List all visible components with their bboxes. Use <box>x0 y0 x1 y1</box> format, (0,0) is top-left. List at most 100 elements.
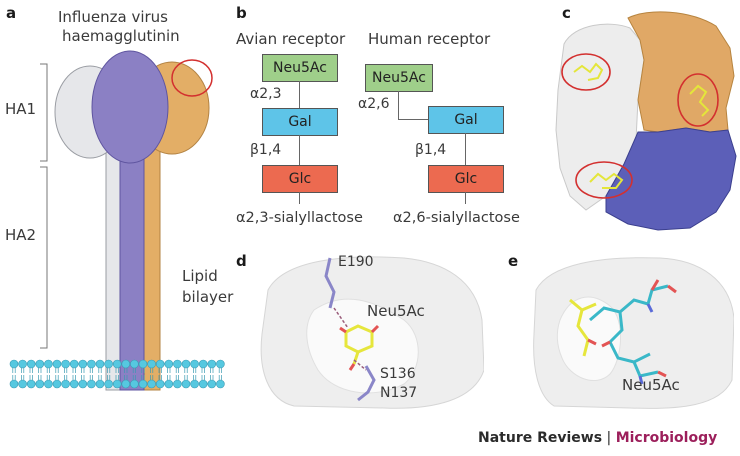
lipid-head <box>207 359 217 369</box>
lipid-head <box>35 379 45 389</box>
avian-link1-line <box>299 81 300 108</box>
lipid-head <box>44 379 53 389</box>
hydrogen-bonds-d <box>333 307 367 371</box>
lipid-head <box>26 359 36 369</box>
neu5ac-label-d: Neu5Ac <box>367 302 425 320</box>
binding-site-circle-3 <box>575 161 633 199</box>
lipid-tail <box>210 368 214 373</box>
human-neu5ac-box: Neu5Ac <box>365 64 433 92</box>
human-receptor-name: α2,6-sialyllactose <box>393 210 520 226</box>
human-link2-line <box>465 133 466 165</box>
lipid-tail <box>12 368 16 373</box>
lipid-tail <box>107 375 111 380</box>
lipid-tail <box>72 375 76 380</box>
lipid-head <box>190 359 199 369</box>
lipid-tail <box>29 375 33 380</box>
residue-s136-label: S136 <box>380 366 416 382</box>
lipid-head <box>164 379 174 389</box>
residue-n137-label: N137 <box>380 385 418 401</box>
ligand-blue-site <box>589 172 624 189</box>
neu5ac-stick-d <box>344 324 374 365</box>
lipid-tail <box>193 368 197 373</box>
binding-pocket-e <box>533 257 734 409</box>
lipid-head <box>18 359 27 369</box>
lipid-tail <box>201 368 205 373</box>
lipid-tail <box>167 368 171 373</box>
lipid-tail <box>46 368 50 373</box>
oxygen-atoms-d <box>339 324 380 371</box>
orange-monomer <box>627 11 735 133</box>
lipid-tail <box>72 368 76 373</box>
nitrogen-atoms-e <box>638 303 654 385</box>
lipid-tail <box>193 375 197 380</box>
panel-d-label: d <box>236 252 247 270</box>
lipid-tail <box>98 375 102 380</box>
lipid-tail <box>81 368 85 373</box>
lipid-tail <box>184 368 188 373</box>
lipid-tail <box>64 368 68 373</box>
lipid-head <box>69 359 79 369</box>
lipid-head <box>155 359 165 369</box>
lipid-head <box>95 359 105 369</box>
human-glc-box: Glc <box>428 165 504 193</box>
lipid-tail <box>124 368 128 373</box>
e190-stick <box>324 257 336 309</box>
lipid-tail <box>55 375 59 380</box>
lipid-tail <box>141 368 145 373</box>
lipid-head <box>26 379 36 389</box>
avian-link1-label: α2,3 <box>250 86 282 102</box>
ha2-label: HA2 <box>5 226 37 244</box>
oxygen-atoms-e <box>587 279 677 378</box>
lipid-tail <box>89 375 93 380</box>
avian-receptor-name: α2,3-sialyllactose <box>236 210 363 226</box>
lipid-tail <box>115 375 119 380</box>
lipid-head <box>18 379 27 389</box>
journal-credit: Nature Reviews | Microbiology <box>478 430 717 446</box>
lipid-head <box>104 359 113 369</box>
lipid-tail <box>29 368 33 373</box>
lipid-tail <box>150 375 154 380</box>
lipid-head <box>190 379 199 389</box>
human-link1-hline <box>398 119 428 120</box>
binding-site-circle-2 <box>677 73 719 127</box>
lipid-tail <box>98 368 102 373</box>
lipid-tail <box>158 368 162 373</box>
lipid-head <box>78 379 88 389</box>
lipid-tail <box>55 368 59 373</box>
lipid-head <box>216 359 225 369</box>
lipid-tail <box>46 375 50 380</box>
lipid-tail <box>12 375 16 380</box>
lipid-tail <box>132 368 136 373</box>
ligand-orange-site <box>689 84 710 117</box>
avian-receptor-stick-e <box>569 298 597 357</box>
ha1-label: HA1 <box>5 100 37 118</box>
panel-a-title-line2: haemagglutinin <box>62 27 180 45</box>
human-link2-label: β1,4 <box>415 142 447 158</box>
lipid-head <box>147 359 156 369</box>
lipid-tail <box>107 368 111 373</box>
lipid-head <box>155 379 165 389</box>
lipid-head <box>87 359 96 369</box>
lipid-tail <box>167 375 171 380</box>
avian-link2-label: β1,4 <box>250 142 282 158</box>
lipid-tail <box>89 368 93 373</box>
lipid-head <box>104 379 113 389</box>
lipid-tail <box>218 375 222 380</box>
lipid-tail <box>184 375 188 380</box>
binding-site-circle-1 <box>561 53 611 91</box>
ligand-grey-site <box>573 62 604 81</box>
panel-a-title-line1: Influenza virus <box>58 8 168 26</box>
lipid-head <box>69 379 79 389</box>
binding-pocket-d <box>260 256 484 409</box>
human-receptor-title: Human receptor <box>368 30 491 48</box>
avian-glc-box: Glc <box>262 165 338 193</box>
lipid-tail <box>210 375 214 380</box>
lipid-head <box>52 359 62 369</box>
avian-neu5ac-box: Neu5Ac <box>262 54 338 82</box>
lipid-tail <box>115 368 119 373</box>
lipid-bilayer <box>9 359 225 389</box>
lipid-head <box>35 359 45 369</box>
credit-separator: | <box>602 430 616 446</box>
avian-receptor-title: Avian receptor <box>236 30 346 48</box>
ha1-bracket <box>40 63 48 162</box>
